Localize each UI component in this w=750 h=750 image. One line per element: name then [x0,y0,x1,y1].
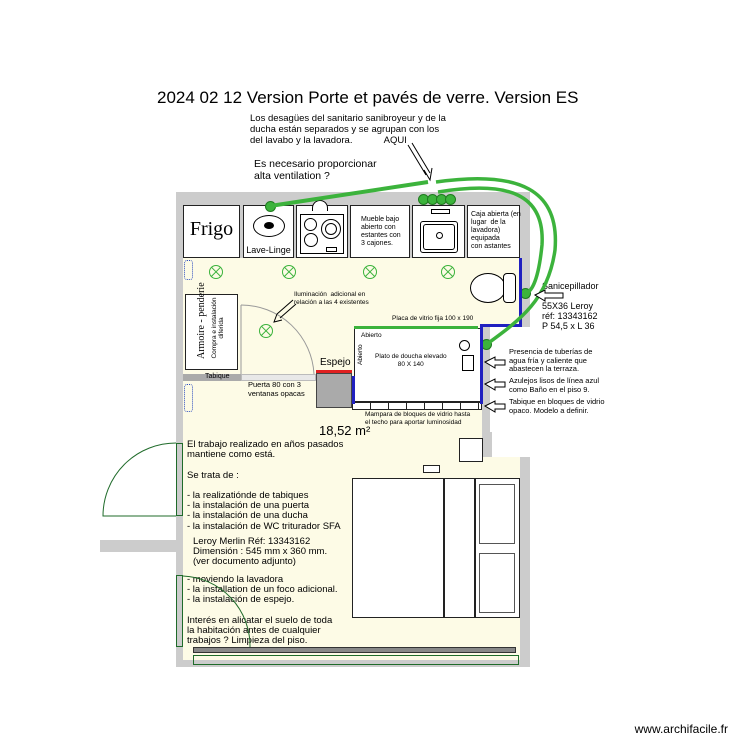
low-cabinet: Mueble bajo abierto con estantes con 3 c… [350,205,410,258]
exterior-notch-2 [492,420,530,457]
main-description: El trabajo realizado en años pasados man… [187,439,344,532]
tile-line [519,258,522,326]
pipes-note: Presencia de tuberías de agua fría y cal… [509,347,593,373]
shower-tray: Abierto Abierto Plato de doucha elevado … [354,328,482,402]
plan-title: 2024 02 12 Version Porte et pavés de ver… [157,88,579,107]
shower-drain-icon [459,340,470,351]
mirror-label: Espejo [320,357,351,368]
light-icon [209,265,223,279]
socket-icon [184,384,193,412]
glass-partition-note: Tabique en bloques de vidrio opaco. Mode… [509,397,605,415]
cooktop [296,205,348,258]
light-icon [363,265,377,279]
toilet-tank-icon [503,273,516,303]
sink-basin-icon [423,224,455,250]
light-icon [441,265,455,279]
door-leaf [241,374,316,381]
cabinet-label: Mueble bajo abierto con estantes con 3 c… [361,216,401,247]
drum-icon [253,215,285,237]
room-area: 18,52 m² [319,423,371,438]
mirror-label-wrap: Espejo [320,357,351,368]
footer-watermark[interactable]: www.archifacile.fr [634,722,728,736]
radiator [193,647,516,653]
lighting-note: Iluminación adicional en relación a las … [294,291,369,306]
exterior-notch [490,327,530,432]
sanicepillador-note: Sanicepillador 55X36 Leroy réf: 13343162… [542,281,599,331]
washbasin-block [316,373,352,408]
window-left [176,575,183,647]
nightstand [459,438,483,462]
bed [352,478,520,618]
washer-label: Lave-Linge [246,245,291,255]
control-icon [326,247,337,252]
fridge-label: Frigo [189,218,234,240]
window-bottom [193,655,519,665]
toilet-bowl-icon [470,273,506,303]
glass-block-wall [352,402,482,410]
fridge: Frigo [183,205,240,258]
light-icon-additional [259,324,273,338]
burner-inner-icon [325,223,337,235]
burner-icon [304,218,317,231]
faucet-icon [431,209,450,214]
drain-point [445,194,456,205]
tile-line [480,324,483,404]
leroy-reference: Leroy Merlin Réf: 13343162 Dimensión : 5… [193,536,328,568]
wall-left-stub [100,540,183,552]
glass-block-note: Mampara de bloques de vidrio hasta el te… [365,411,471,426]
tile-line [480,324,522,327]
shower-mixer-icon [462,355,474,371]
wardrobe: Armoire - penderie Compra e instalación … [185,282,238,370]
light-icon [282,265,296,279]
partition-label: Tabique [205,373,230,380]
fixed-glass-panel [354,326,478,329]
socket-icon [184,260,193,280]
hood-icon [312,200,328,211]
glass-panel-note: Placa de vitrio fija 100 x 190 [392,315,474,322]
burner-icon [321,219,341,239]
ventilation-note: Es necesario proporcionar alta ventilati… [254,158,377,182]
pillow [479,484,515,544]
extra-description: - moviendo la lavadora - la installation… [187,574,338,647]
exterior-left [100,440,176,530]
drains-note: Los desagües del sanitario sanibroyeur y… [250,113,446,146]
drain-icon [436,232,443,239]
mirror [316,370,352,373]
tile-line [352,376,355,404]
burner-icon [304,233,318,247]
box-label: Caja abierta (en lugar de la lavadora) e… [471,211,521,250]
open-side-label-top: Abierto [361,332,382,339]
door-note: Puerta 80 con 3 ventanas opacas [248,380,305,398]
pillow [479,553,515,613]
sink-unit [412,205,465,258]
shower-label: Plato de doucha elevado 80 X 140 [375,353,447,368]
window-left [176,443,183,516]
outlet-box [423,465,440,473]
open-box: Caja abierta (en lugar de la lavadora) e… [467,205,521,258]
tiles-note: Azulejos lisos de línea azul como Baño e… [509,376,600,394]
drum-center-icon [264,222,274,229]
